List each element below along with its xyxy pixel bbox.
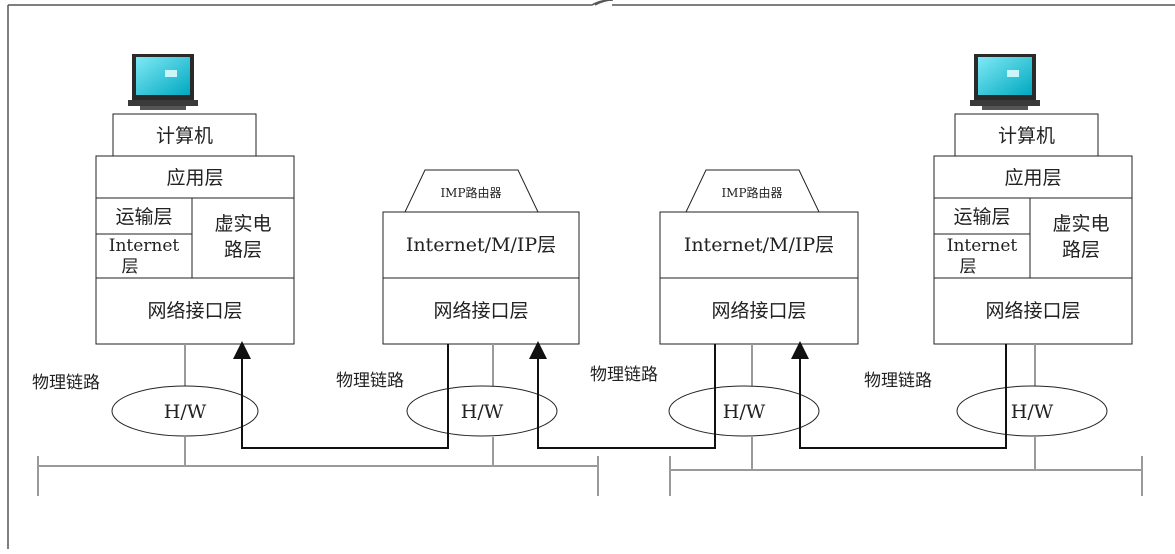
physical-link-label-1: 物理链路 <box>32 373 100 393</box>
transport-internet-box <box>933 197 1031 279</box>
host-left: 计算机 应用层 运输层 Internet 层 虚实电 路层 网络接口层 <box>95 54 295 345</box>
hw-label: H/W <box>461 401 504 423</box>
network-interface-box <box>933 277 1133 345</box>
monitor-icon <box>970 54 1040 110</box>
network-interface-label: 网络接口层 <box>433 300 528 322</box>
monitor-icon <box>128 54 198 110</box>
virtual-circuit-label-2: 路层 <box>224 239 262 261</box>
hw-label: H/W <box>1011 401 1054 423</box>
application-layer-box <box>933 155 1133 199</box>
transport-layer-label: 运输层 <box>115 206 172 228</box>
network-interface-label: 网络接口层 <box>147 300 242 322</box>
physical-link-label-2: 物理链路 <box>336 371 404 391</box>
network-interface-box <box>382 277 580 345</box>
hw-ellipse-4: H/W <box>956 385 1108 437</box>
router-layer-label: Internet/M/IP层 <box>406 234 556 256</box>
hw-label: H/W <box>164 401 207 423</box>
virtual-circuit-box <box>191 197 295 279</box>
virtual-circuit-label: 虚实电 <box>1052 213 1109 235</box>
hw-label: H/W <box>723 401 766 423</box>
network-interface-box <box>95 277 295 345</box>
hw-ellipse-2: H/W <box>406 385 558 437</box>
network-interface-box <box>659 277 859 345</box>
physical-link-label-3: 物理链路 <box>590 365 658 385</box>
router-layer-box <box>382 211 580 279</box>
lan-bus-left <box>37 456 599 496</box>
internet-layer-label-2: 层 <box>122 257 139 277</box>
transport-layer-label: 运输层 <box>953 206 1010 228</box>
computer-label: 计算机 <box>156 125 213 147</box>
computer-box <box>954 113 1099 157</box>
router-layer-label: Internet/M/IP层 <box>684 234 834 256</box>
virtual-circuit-label: 虚实电 <box>214 213 271 235</box>
lan-bus-right <box>669 456 1143 496</box>
transport-internet-box <box>95 197 193 279</box>
application-layer-label: 应用层 <box>1004 167 1061 189</box>
computer-label: 计算机 <box>998 125 1055 147</box>
router-layer-box <box>659 211 859 279</box>
hw-ellipse-3: H/W <box>668 385 820 437</box>
data-path <box>233 341 1007 449</box>
grey-connectors <box>184 344 1036 470</box>
host-right: 计算机 应用层 运输层 Internet 层 虚实电 路层 网络接口层 <box>933 54 1133 345</box>
router-left: IMP路由器 Internet/M/IP层 网络接口层 <box>382 169 580 345</box>
physical-link-label-4: 物理链路 <box>864 371 932 391</box>
internet-layer-label-2: 层 <box>960 257 977 277</box>
hw-ellipse-1: H/W <box>111 385 259 437</box>
internet-layer-label: Internet <box>109 236 180 256</box>
internet-layer-label: Internet <box>947 236 1018 256</box>
network-interface-label: 网络接口层 <box>711 300 806 322</box>
virtual-circuit-label-2: 路层 <box>1062 239 1100 261</box>
router-right: IMP路由器 Internet/M/IP层 网络接口层 <box>659 169 859 345</box>
application-layer-label: 应用层 <box>166 167 223 189</box>
network-interface-label: 网络接口层 <box>985 300 1080 322</box>
application-layer-box <box>95 155 295 199</box>
outer-frame <box>7 0 1175 549</box>
router-label: IMP路由器 <box>440 185 501 200</box>
virtual-circuit-box <box>1029 197 1133 279</box>
router-label: IMP路由器 <box>721 185 782 200</box>
